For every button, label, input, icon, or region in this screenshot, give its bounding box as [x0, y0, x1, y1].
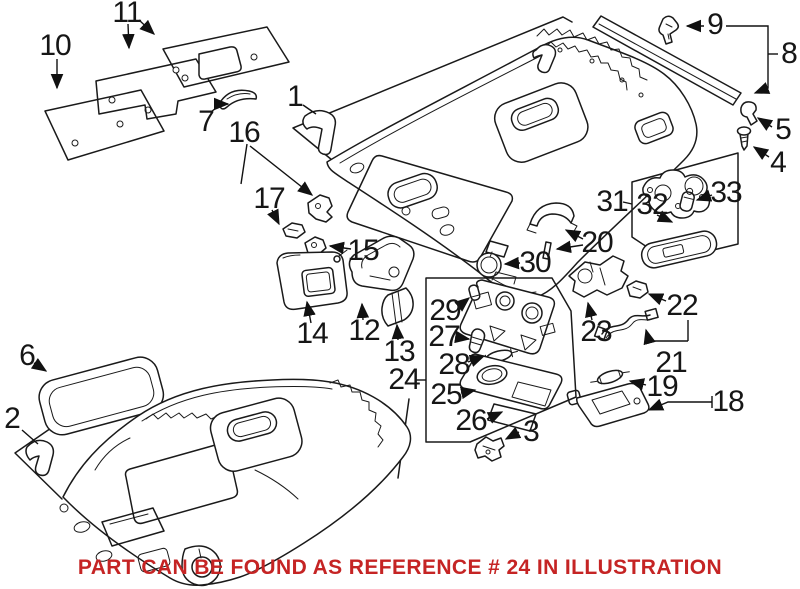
callout-2: 2: [4, 402, 21, 435]
visor-mount-12: [348, 235, 415, 292]
callout-20: 20: [581, 226, 613, 259]
clip-3: [474, 436, 505, 462]
lens-25: [459, 353, 563, 410]
pillar-hook: [532, 43, 557, 74]
callout-32: 32: [636, 188, 668, 221]
coat-hook: [302, 109, 337, 156]
headliner-panel-2: [59, 378, 412, 587]
console-24-box: [425, 277, 577, 443]
callout-3: 3: [523, 415, 540, 448]
sensor-pod-30: [476, 240, 509, 278]
callout-28: 28: [438, 348, 470, 381]
callout-6: 6: [19, 339, 36, 372]
callout-7: 7: [198, 105, 215, 138]
clip-9: [658, 15, 680, 45]
clip-17: [282, 222, 306, 239]
lens-32: [640, 230, 718, 269]
bulb-27: [468, 328, 486, 354]
headliner-panel-1: [326, 28, 698, 300]
callout-15: 15: [347, 234, 379, 267]
headliner-1-box: [292, 16, 573, 161]
sunroof-housing: [209, 397, 303, 472]
callout-27: 27: [428, 320, 460, 353]
handle-recess: [387, 172, 438, 209]
callout-31: 31: [596, 185, 628, 218]
callout-14: 14: [296, 317, 328, 350]
callout-18: 18: [712, 385, 744, 418]
callout-11: 11: [112, 0, 142, 29]
clip-22: [626, 280, 649, 299]
screw-4: [736, 126, 752, 151]
callout-19: 19: [646, 370, 678, 403]
bracket-16: [307, 194, 333, 223]
callout-26: 26: [455, 404, 487, 437]
clip-5: [740, 101, 758, 126]
adhesive-strip: [536, 28, 648, 81]
sunroof-seal-6: [38, 356, 165, 436]
callout-12: 12: [348, 314, 380, 347]
callout-30: 30: [519, 246, 551, 279]
callout-21: 21: [655, 346, 687, 379]
header-trim-8: [592, 15, 742, 106]
callout-17: 17: [253, 182, 285, 215]
reference-note: PART CAN BE FOUND AS REFERENCE # 24 IN I…: [77, 556, 723, 579]
callout-4: 4: [770, 146, 787, 179]
callout-16: 16: [228, 116, 260, 149]
callout-9: 9: [707, 8, 724, 41]
callout-10: 10: [39, 29, 71, 62]
callout-24: 24: [388, 363, 420, 396]
callout-5: 5: [775, 113, 792, 146]
bulb-29: [468, 284, 481, 301]
handle-pin: [542, 241, 552, 260]
lamp-housing-18: [566, 382, 650, 428]
insulation-pad-10: [44, 89, 165, 161]
sunroof-housing: [493, 82, 589, 164]
visor-damper-13: [381, 287, 414, 327]
sunroof-opening: [346, 154, 514, 263]
callout-1: 1: [287, 80, 304, 113]
bulb-33: [679, 187, 695, 212]
sun-visor-14: [276, 249, 348, 311]
callout-23: 23: [580, 315, 612, 348]
callout-13: 13: [383, 335, 415, 368]
insulation-pad-11b: [162, 26, 290, 88]
front-keyhole: [181, 545, 221, 587]
callout-8: 8: [781, 37, 798, 70]
wiring-harness-21: [593, 307, 659, 341]
leader-lines: [21, 19, 778, 445]
callout-29: 29: [429, 294, 461, 327]
callout-22: 22: [666, 289, 698, 322]
coat-hook: [25, 439, 55, 477]
trim-strip-7: [218, 89, 258, 110]
bracket-23: [568, 255, 629, 298]
bulb-19: [590, 369, 630, 385]
callout-33: 33: [710, 176, 742, 209]
callout-25: 25: [430, 378, 462, 411]
